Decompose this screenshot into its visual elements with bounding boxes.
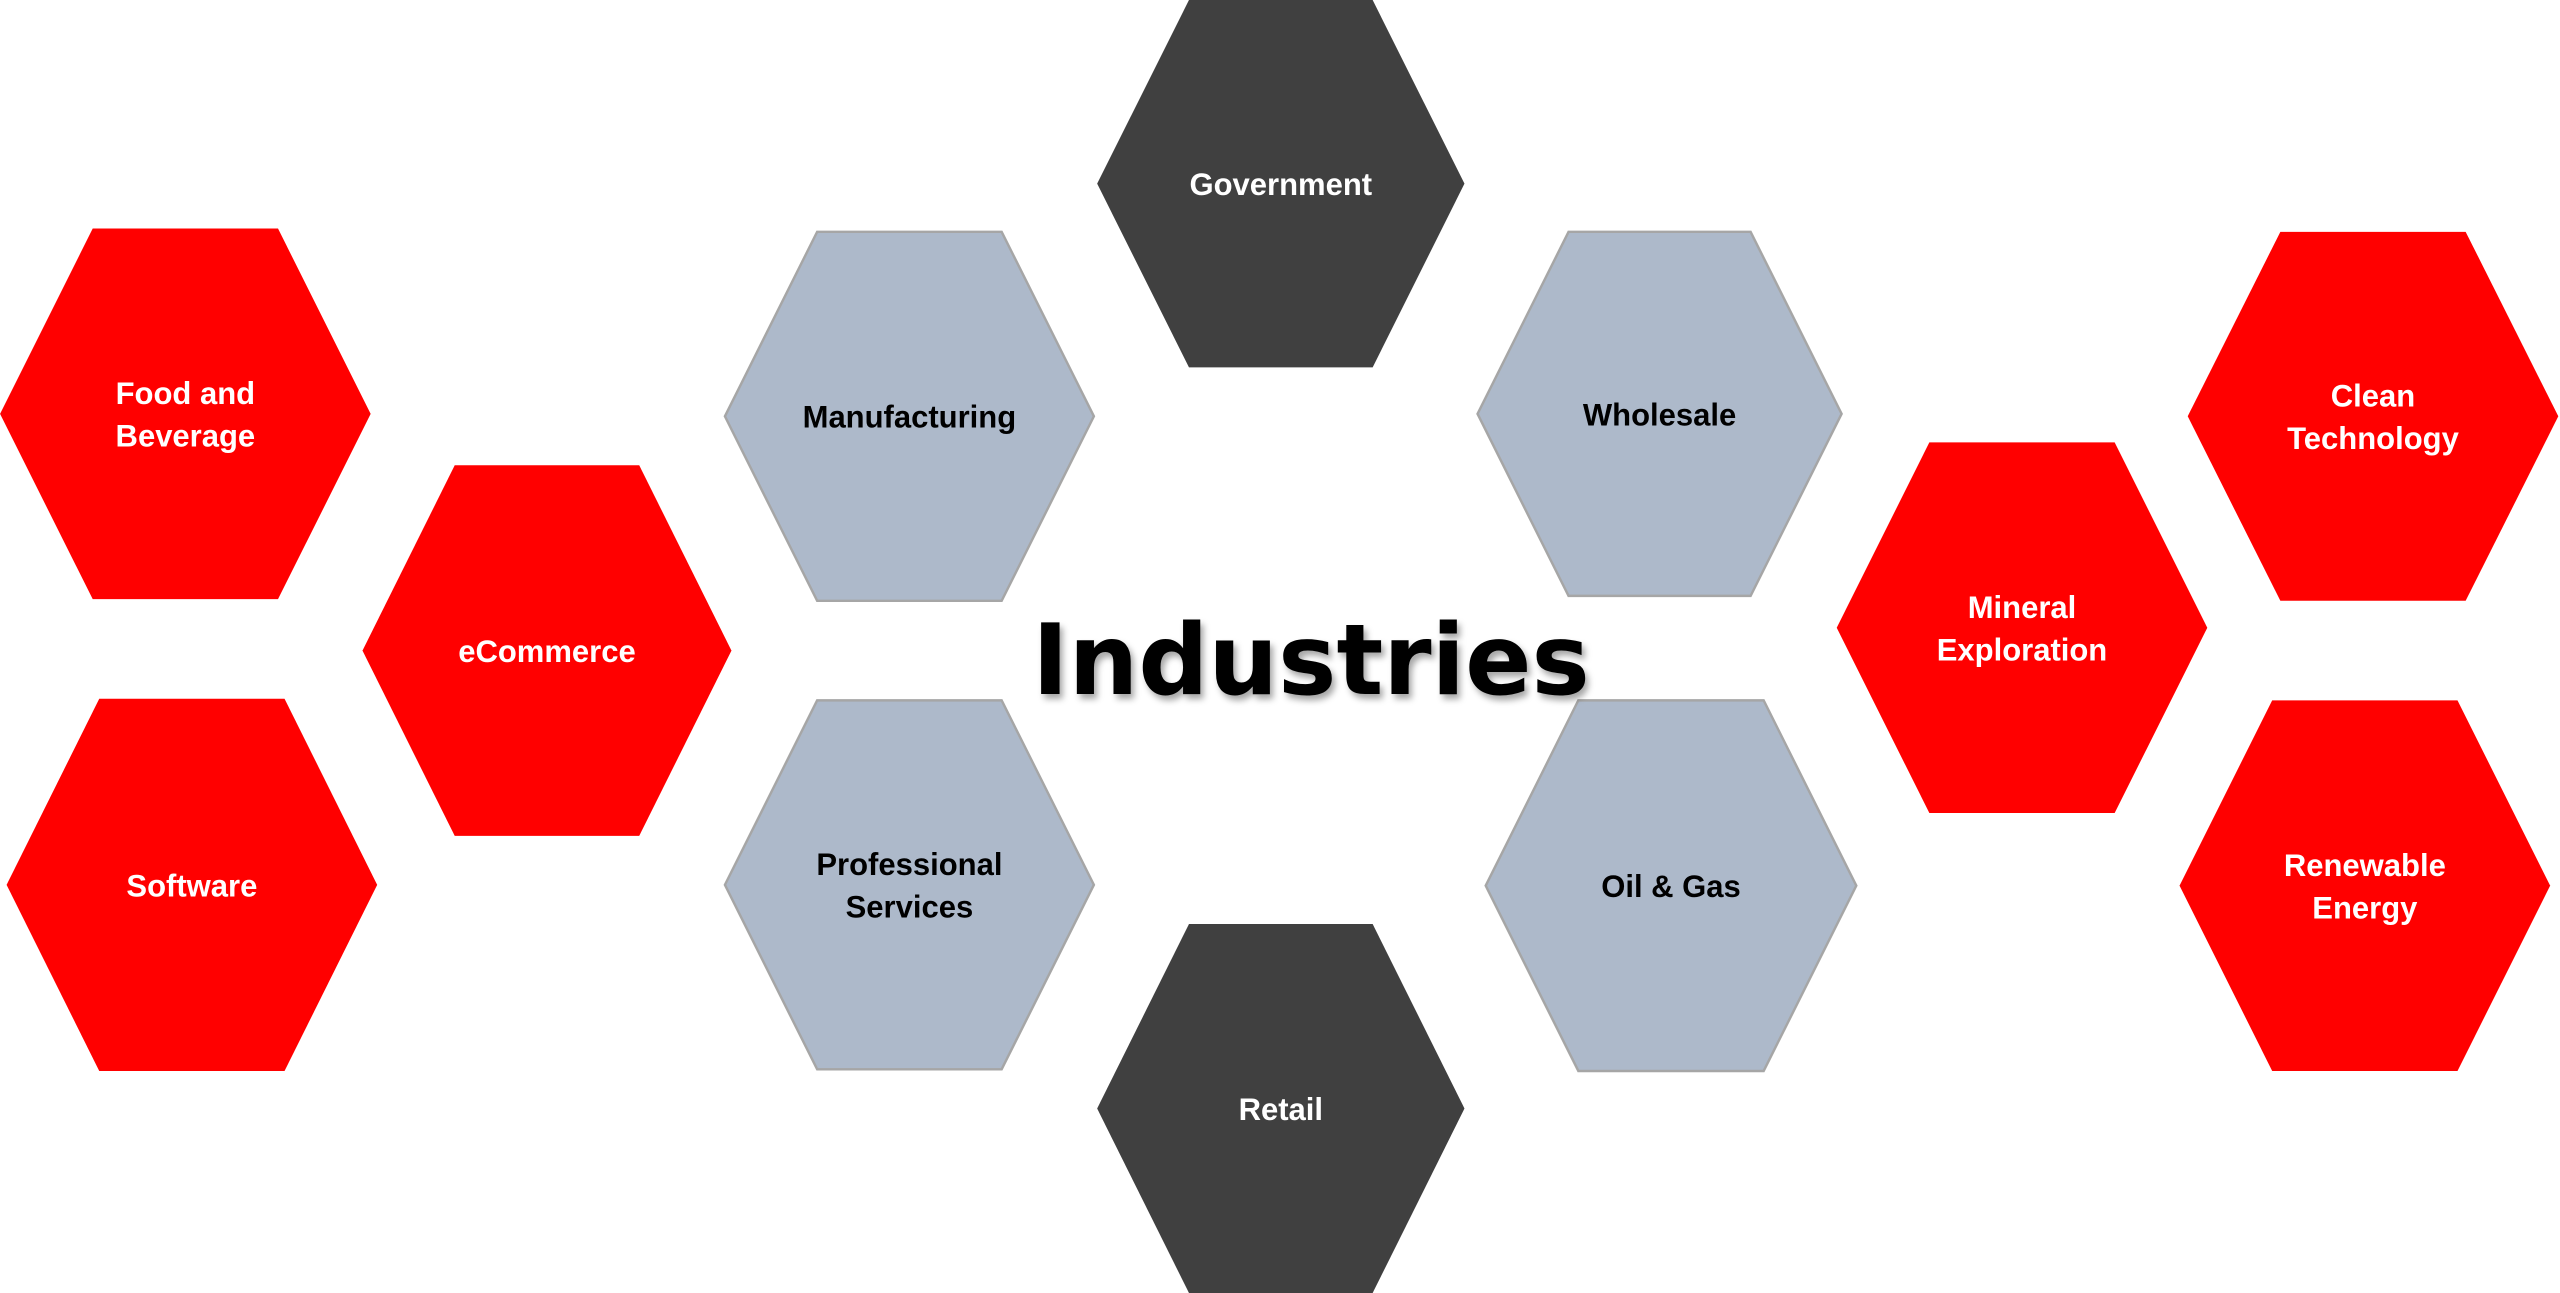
hexagon-shape — [362, 465, 732, 836]
diagram-title: Industries — [1032, 604, 1590, 718]
hexagon-label: Energy — [2312, 890, 2418, 925]
hexagon-software: Software — [6, 698, 378, 1071]
hexagon-label: Exploration — [1937, 632, 2108, 667]
hexagon-label: Food and — [116, 376, 255, 411]
hexagon-shape — [2179, 700, 2551, 1071]
hexagon-retail: Retail — [1097, 924, 1465, 1293]
hexagon-label: Beverage — [116, 419, 256, 454]
hexagon-label: Services — [846, 890, 974, 925]
hexagon-shape — [723, 699, 1096, 1071]
hexagon-government: Government — [1097, 0, 1465, 368]
hexagon-wholesale: Wholesale — [1476, 230, 1843, 598]
hexagon-label: Clean — [2331, 379, 2415, 414]
hexagon-oil-gas: Oil & Gas — [1484, 699, 1858, 1073]
hexagon-shape — [1836, 442, 2208, 814]
hexagon-label: Oil & Gas — [1601, 869, 1741, 904]
hexagon-label: Government — [1190, 167, 1373, 202]
hexagon-ecommerce: eCommerce — [362, 465, 732, 836]
hexagon-shape — [0, 228, 371, 600]
hexagon-label: Technology — [2287, 421, 2459, 456]
hexagon-label: Mineral — [1968, 590, 2077, 625]
hexagon-label: Professional — [816, 847, 1002, 882]
hexagon-manufacturing: Manufacturing — [723, 230, 1096, 603]
hexagon-shape — [2187, 231, 2559, 601]
hexagon-shape — [1097, 0, 1465, 368]
hexagon-label: Software — [126, 868, 257, 903]
hexagon-shape — [6, 698, 378, 1071]
hexagon-shape — [1484, 699, 1858, 1073]
hexagon-shape — [723, 230, 1096, 603]
hexagon-label: Renewable — [2284, 848, 2446, 883]
hexagon-label: Manufacturing — [803, 400, 1017, 435]
hexagon-shape — [1476, 230, 1843, 598]
hexagon-label: eCommerce — [458, 634, 635, 669]
hexagon-label: Retail — [1239, 1092, 1323, 1127]
hexagon-label: Wholesale — [1583, 397, 1736, 432]
hexagon-shape — [1097, 924, 1465, 1293]
